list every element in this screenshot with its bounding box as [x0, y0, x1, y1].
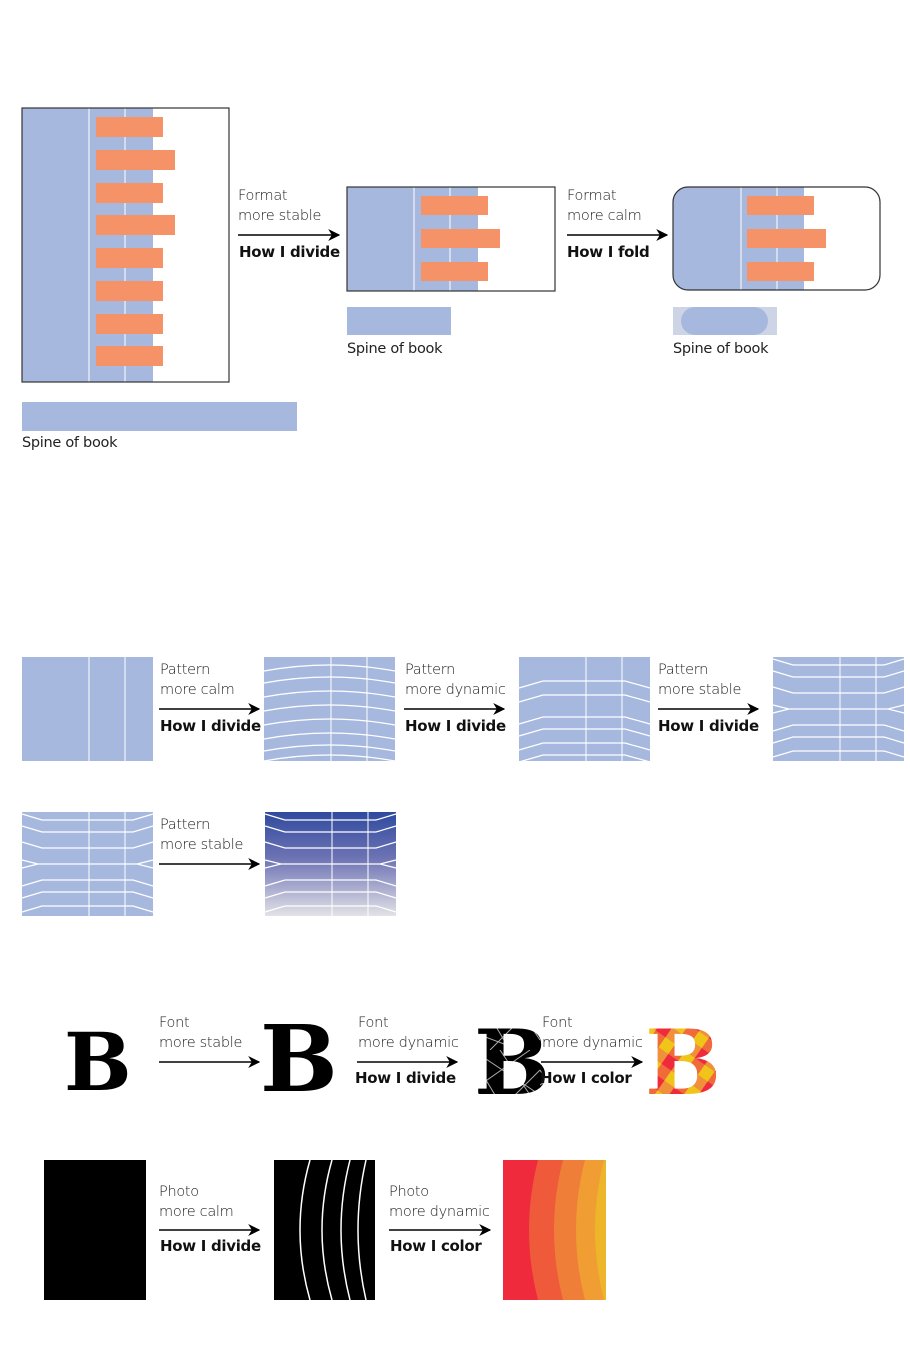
- label-line2: more calm: [160, 682, 235, 698]
- label-line2: more stable: [160, 837, 244, 853]
- spine-bar-medium: [347, 307, 451, 335]
- content-bar: [96, 346, 163, 366]
- action-label: How I divide: [239, 243, 340, 261]
- spine-caption: Spine of book: [347, 341, 443, 357]
- pattern-tile-stable: [21, 812, 154, 916]
- action-label: How I color: [390, 1237, 482, 1255]
- book-open-large: [21, 107, 230, 383]
- step-label: Photo more calm: [159, 1182, 234, 1222]
- label-line1: Photo: [159, 1184, 199, 1200]
- spine-bar-large: [22, 402, 297, 431]
- book-folded: [672, 186, 881, 291]
- label-line2: more dynamic: [358, 1035, 459, 1051]
- label-line2: more dynamic: [542, 1035, 643, 1051]
- color-band: [595, 1160, 606, 1300]
- content-bar: [96, 215, 175, 235]
- label-line1: Font: [159, 1015, 190, 1031]
- glyph-b-divided: B: [474, 1010, 550, 1116]
- label-line2: more stable: [159, 1035, 243, 1051]
- label-line2: more dynamic: [389, 1204, 490, 1220]
- label-line1: Pattern: [405, 662, 456, 678]
- action-label: How I fold: [567, 243, 650, 261]
- content-bar: [96, 117, 163, 137]
- pattern-tile-curved: [263, 657, 396, 762]
- photo-colored: [503, 1160, 606, 1300]
- step-label: Pattern more stable: [658, 660, 741, 700]
- glyph-b-plain: B: [64, 1015, 132, 1109]
- step-label: Font more stable: [159, 1013, 242, 1053]
- pattern-tile-plain: [22, 657, 153, 761]
- label-line2: more stable: [238, 208, 322, 224]
- photo-plain: [44, 1160, 146, 1300]
- action-label: How I divide: [405, 717, 506, 735]
- label-line1: Pattern: [160, 662, 211, 678]
- action-label: How I divide: [658, 717, 759, 735]
- step-label: Format more calm: [567, 186, 642, 226]
- pattern-tile-gradient: [264, 812, 397, 916]
- content-bar: [96, 150, 175, 170]
- glyph-b-colored: B: [645, 1010, 721, 1116]
- label-line1: Font: [358, 1015, 389, 1031]
- book-divided: [346, 186, 556, 292]
- step-label: Pattern more stable: [160, 815, 243, 855]
- label-line1: Photo: [389, 1184, 429, 1200]
- label-line1: Format: [567, 188, 617, 204]
- label-line2: more dynamic: [405, 682, 506, 698]
- step-label: Font more dynamic: [542, 1013, 643, 1053]
- spine-pill: [673, 307, 777, 335]
- pattern-tile-dynamic: [518, 657, 651, 763]
- action-label: How I divide: [160, 1237, 261, 1255]
- content-bar: [96, 183, 163, 203]
- spine-caption: Spine of book: [22, 435, 118, 451]
- action-label: How I color: [540, 1069, 632, 1087]
- label-line1: Pattern: [658, 662, 709, 678]
- pattern-tile-stable: [772, 657, 905, 761]
- label-line2: more calm: [567, 208, 642, 224]
- action-label: How I divide: [160, 717, 261, 735]
- content-bar: [96, 314, 163, 334]
- label-line2: more calm: [159, 1204, 234, 1220]
- content-bar: [96, 281, 163, 301]
- label-line1: Format: [238, 188, 288, 204]
- label-line1: Font: [542, 1015, 573, 1031]
- spine-caption: Spine of book: [673, 341, 769, 357]
- step-label: Font more dynamic: [358, 1013, 459, 1053]
- step-label: Pattern more dynamic: [405, 660, 506, 700]
- label-line2: more stable: [658, 682, 742, 698]
- label-line1: Pattern: [160, 817, 211, 833]
- content-bar: [96, 248, 163, 268]
- step-label: Pattern more calm: [160, 660, 235, 700]
- action-label: How I divide: [355, 1069, 456, 1087]
- step-label: Format more stable: [238, 186, 321, 226]
- photo-divided: [274, 1159, 375, 1301]
- step-label: Photo more dynamic: [389, 1182, 490, 1222]
- glyph-b-stable: B: [260, 1005, 338, 1113]
